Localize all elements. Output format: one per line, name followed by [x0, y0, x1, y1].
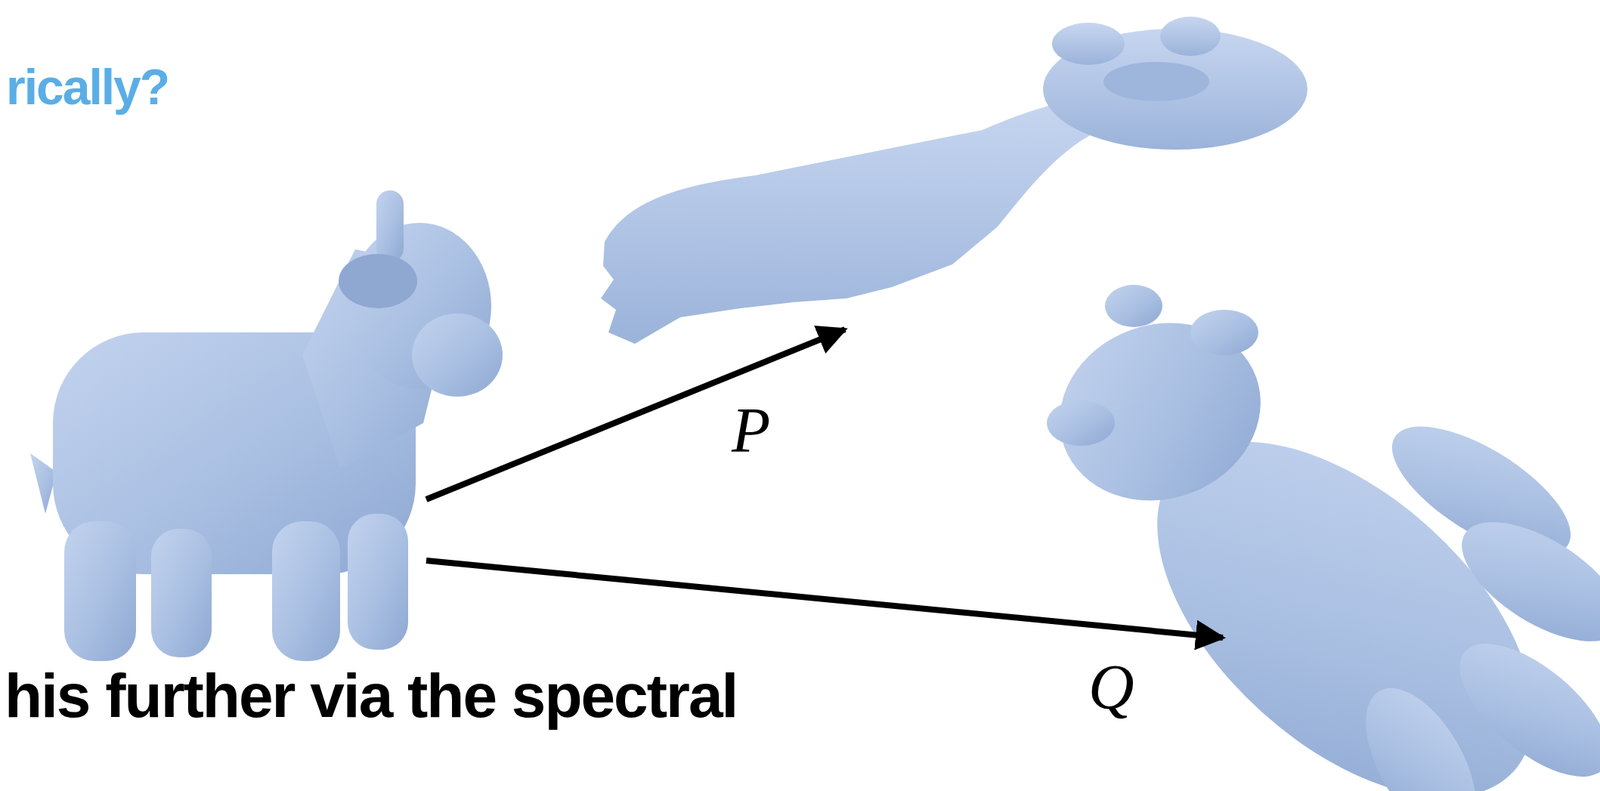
cow-horn	[376, 190, 404, 263]
stretched-mesh	[600, 16, 1308, 344]
cow-leg	[1343, 670, 1498, 791]
mesh-ear	[1160, 16, 1221, 56]
slide-heading: rically?	[6, 61, 169, 112]
slide-text: his further via the spectral	[4, 665, 737, 728]
mesh-ear	[1052, 22, 1125, 65]
mesh-body	[600, 98, 1096, 344]
cow-leg	[272, 521, 341, 662]
cow-tail	[30, 453, 57, 514]
map-arrow	[426, 329, 845, 500]
cow-horn	[1104, 284, 1163, 328]
map-arrow	[426, 560, 1223, 638]
cow-ear	[338, 253, 418, 309]
cow-mesh	[30, 190, 503, 662]
cow-head	[1034, 295, 1286, 529]
map-label: Q	[1088, 656, 1135, 720]
cow-ear	[1046, 400, 1115, 446]
cow-snout	[411, 313, 503, 397]
mesh-bump	[1103, 61, 1210, 102]
map-label: P	[731, 399, 771, 463]
rotated-cow-mesh	[1034, 284, 1600, 791]
cow-leg	[151, 529, 212, 658]
cow-horn	[1190, 309, 1259, 356]
cow-leg	[64, 521, 137, 662]
cow-leg	[347, 513, 409, 650]
cow-leg	[1442, 498, 1600, 666]
